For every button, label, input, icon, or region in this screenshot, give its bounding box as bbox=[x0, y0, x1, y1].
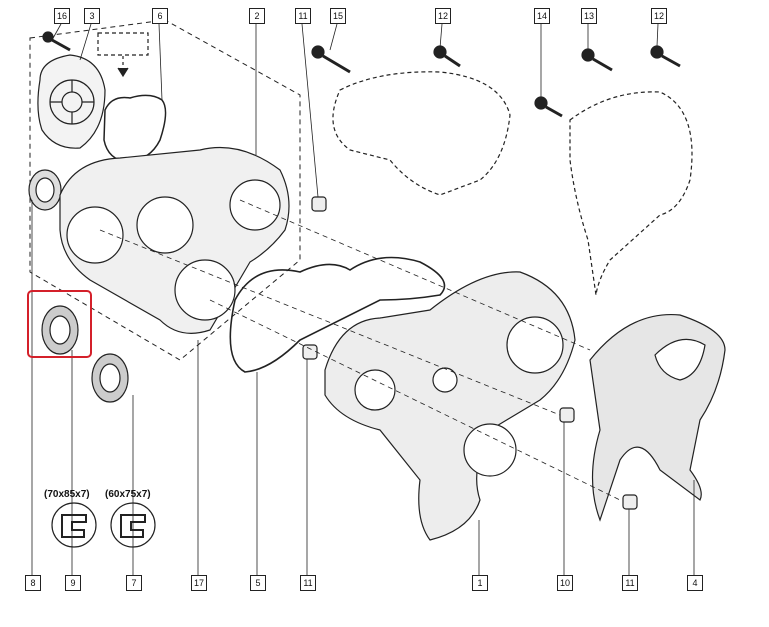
callout-11-top: 11 bbox=[295, 8, 311, 24]
callout-7: 7 bbox=[126, 575, 142, 591]
callout-5: 5 bbox=[250, 575, 266, 591]
bolt-16-icon bbox=[42, 31, 71, 52]
callout-8: 8 bbox=[25, 575, 41, 591]
bolt-12-icon-a bbox=[433, 45, 461, 68]
callout-9: 9 bbox=[65, 575, 81, 591]
oil-pump-housing-3 bbox=[37, 54, 106, 149]
bolt-15-icon bbox=[311, 45, 351, 74]
callout-10: 10 bbox=[557, 575, 573, 591]
seal-section-9-icon bbox=[51, 502, 97, 548]
leader-lines bbox=[31, 23, 695, 576]
dowel-11-top bbox=[311, 196, 327, 212]
callout-12-center: 12 bbox=[435, 8, 451, 24]
callout-12-right: 12 bbox=[651, 8, 667, 24]
cover-outline-dashed-center bbox=[332, 71, 511, 196]
callout-11-middle: 11 bbox=[300, 575, 316, 591]
gasket-5 bbox=[229, 256, 446, 373]
callout-11-bottom: 11 bbox=[622, 575, 638, 591]
callout-13: 13 bbox=[581, 8, 597, 24]
seal-9-dimension-label: (70x85x7) bbox=[44, 489, 90, 500]
bolt-12-icon-b bbox=[650, 45, 681, 68]
callout-3: 3 bbox=[84, 8, 100, 24]
seal-7 bbox=[91, 353, 129, 403]
alignment-lines-dashed bbox=[99, 199, 621, 501]
callout-15: 15 bbox=[330, 8, 346, 24]
gasket-6 bbox=[103, 94, 167, 163]
seal-9 bbox=[41, 305, 79, 355]
callout-16: 16 bbox=[54, 8, 70, 24]
callout-1: 1 bbox=[472, 575, 488, 591]
callout-17: 17 bbox=[191, 575, 207, 591]
dashed-box-small bbox=[97, 32, 149, 56]
callout-4: 4 bbox=[687, 575, 703, 591]
dowel-11-middle bbox=[302, 344, 318, 360]
dowel-10 bbox=[559, 407, 575, 423]
bolt-14-icon bbox=[534, 96, 563, 118]
seal-8 bbox=[28, 169, 62, 211]
timing-cover-1 bbox=[324, 271, 576, 541]
callout-6: 6 bbox=[152, 8, 168, 24]
seal-7-dimension-label: (60x75x7) bbox=[105, 489, 151, 500]
seal-9-highlight bbox=[27, 290, 92, 358]
cover-outline-dashed-right bbox=[569, 91, 693, 296]
dowel-11-bottom bbox=[622, 494, 638, 510]
timing-cover-2 bbox=[59, 146, 290, 334]
callout-2: 2 bbox=[249, 8, 265, 24]
callout-14: 14 bbox=[534, 8, 550, 24]
bolt-13-icon bbox=[581, 48, 613, 72]
